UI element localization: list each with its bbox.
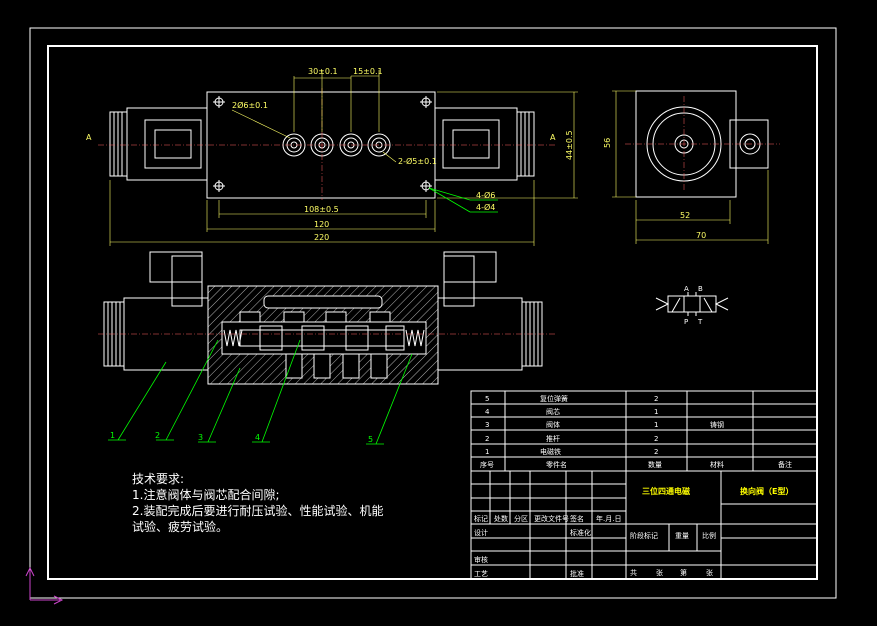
bom-header-note: 备注 bbox=[778, 460, 792, 469]
tb-sheet-no: 第 bbox=[680, 568, 687, 577]
callout-3: 3 bbox=[198, 433, 203, 442]
tb-sheet: 张 bbox=[656, 568, 663, 577]
bom-row-no: 3 bbox=[485, 421, 489, 429]
tb-design: 设计 bbox=[474, 528, 488, 537]
tb-review: 审核 bbox=[474, 555, 488, 564]
dim-70: 70 bbox=[696, 231, 706, 240]
dim-2phi6: 2Ø6±0.1 bbox=[232, 100, 268, 110]
bom-row-no: 4 bbox=[485, 408, 490, 416]
tb-mark: 标记 bbox=[474, 514, 488, 523]
part-name: 换向阀（E型） bbox=[740, 486, 793, 496]
dim-220: 220 bbox=[314, 233, 329, 242]
dim-56: 56 bbox=[603, 138, 612, 148]
dim-120: 120 bbox=[314, 220, 329, 229]
dim-44: 44±0.5 bbox=[565, 130, 574, 160]
bom-row-qty: 2 bbox=[654, 448, 658, 456]
tech-line-3: 试验、疲劳试验。 bbox=[132, 519, 228, 534]
bom-header-no: 序号 bbox=[480, 460, 494, 469]
bom-row-no: 1 bbox=[485, 448, 489, 456]
tech-requirements: 技术要求: 1.注意阀体与阀芯配合间隙; 2.装配完成后要进行耐压试验、性能试验… bbox=[132, 472, 383, 534]
tb-zone: 分区 bbox=[514, 514, 528, 523]
bom-header-material: 材料 bbox=[710, 460, 724, 469]
bom-table bbox=[470, 390, 818, 472]
section-marker-left: A bbox=[86, 133, 92, 142]
bom-row-name: 复位弹簧 bbox=[540, 394, 568, 403]
dim-4phi4: 4-Ø4 bbox=[476, 202, 495, 212]
front-view-dimensions: 30±0.1 15±0.1 2Ø6±0.1 2-Ø5±0.1 44±0.5 10… bbox=[86, 67, 578, 246]
bom-rows: 5 复位弹簧 2 4 阀芯 1 3 阀体 1 铸钢 2 推杆 2 1 电磁铁 2… bbox=[480, 394, 792, 469]
callout-1: 1 bbox=[110, 431, 115, 440]
tb-date: 年.月.日 bbox=[596, 514, 621, 523]
bom-row-qty: 2 bbox=[654, 435, 658, 443]
symbol-port-t: T bbox=[697, 318, 703, 326]
dim-30: 30±0.1 bbox=[308, 67, 338, 76]
title-block: 三位四通电磁 换向阀（E型） 标记 处数 分区 更改文件号 签名 年.月.日 设… bbox=[470, 470, 818, 580]
dim-4phi6: 4-Ø6 bbox=[476, 190, 495, 200]
bom-row-no: 2 bbox=[485, 435, 489, 443]
tb-sheet2: 张 bbox=[706, 568, 713, 577]
tb-change-doc: 更改文件号 bbox=[534, 514, 569, 523]
bom-row-qty: 2 bbox=[654, 395, 658, 403]
bom-header-name: 零件名 bbox=[546, 460, 567, 469]
tb-stage-mark: 阶段标记 bbox=[630, 531, 658, 540]
hydraulic-symbol: A B P T bbox=[655, 285, 729, 326]
bom-row-material: 铸钢 bbox=[710, 420, 724, 429]
side-view-dimensions: 56 52 70 bbox=[603, 90, 769, 244]
callout-5: 5 bbox=[368, 435, 373, 444]
section-view bbox=[98, 251, 555, 385]
section-marker-right: A bbox=[550, 133, 556, 142]
bom-row-no: 5 bbox=[485, 395, 489, 403]
tb-signature: 签名 bbox=[570, 514, 584, 523]
bom-header-qty: 数量 bbox=[648, 460, 662, 469]
part-callouts: 1 2 3 4 5 bbox=[108, 339, 413, 445]
tb-standardize: 标准化 bbox=[570, 528, 591, 537]
callout-4: 4 bbox=[255, 433, 260, 442]
symbol-port-b: B bbox=[698, 285, 703, 293]
inner-frame bbox=[47, 45, 818, 580]
tech-line-2: 2.装配完成后要进行耐压试验、性能试验、机能 bbox=[132, 503, 383, 518]
bom-row-qty: 1 bbox=[654, 421, 658, 429]
drawing-title: 三位四通电磁 bbox=[642, 486, 690, 496]
bom-row-name: 阀芯 bbox=[546, 407, 560, 416]
symbol-port-a: A bbox=[684, 285, 689, 293]
bom-row-qty: 1 bbox=[654, 408, 658, 416]
ucs-icon bbox=[25, 566, 64, 605]
dim-2phi5: 2-Ø5±0.1 bbox=[398, 156, 437, 166]
bom-row-name: 阀体 bbox=[546, 420, 560, 429]
tb-sheets-total: 共 bbox=[630, 568, 637, 577]
tb-weight: 重量 bbox=[675, 532, 689, 540]
dim-52: 52 bbox=[680, 211, 690, 220]
outer-frame bbox=[29, 27, 837, 599]
tech-title: 技术要求: bbox=[132, 472, 184, 486]
bom-row-name: 电磁铁 bbox=[540, 447, 561, 456]
tech-line-1: 1.注意阀体与阀芯配合间隙; bbox=[132, 487, 280, 502]
front-view bbox=[98, 88, 555, 200]
tb-approve: 批准 bbox=[570, 569, 584, 578]
tb-scale: 比例 bbox=[702, 531, 716, 540]
bom-row-name: 推杆 bbox=[546, 434, 560, 443]
dim-108: 108±0.5 bbox=[304, 205, 339, 214]
tb-process: 工艺 bbox=[474, 570, 488, 578]
dim-15: 15±0.1 bbox=[353, 67, 383, 76]
callout-2: 2 bbox=[155, 431, 160, 440]
symbol-port-p: P bbox=[684, 318, 688, 326]
tb-count: 处数 bbox=[494, 514, 508, 523]
side-view bbox=[625, 90, 780, 198]
